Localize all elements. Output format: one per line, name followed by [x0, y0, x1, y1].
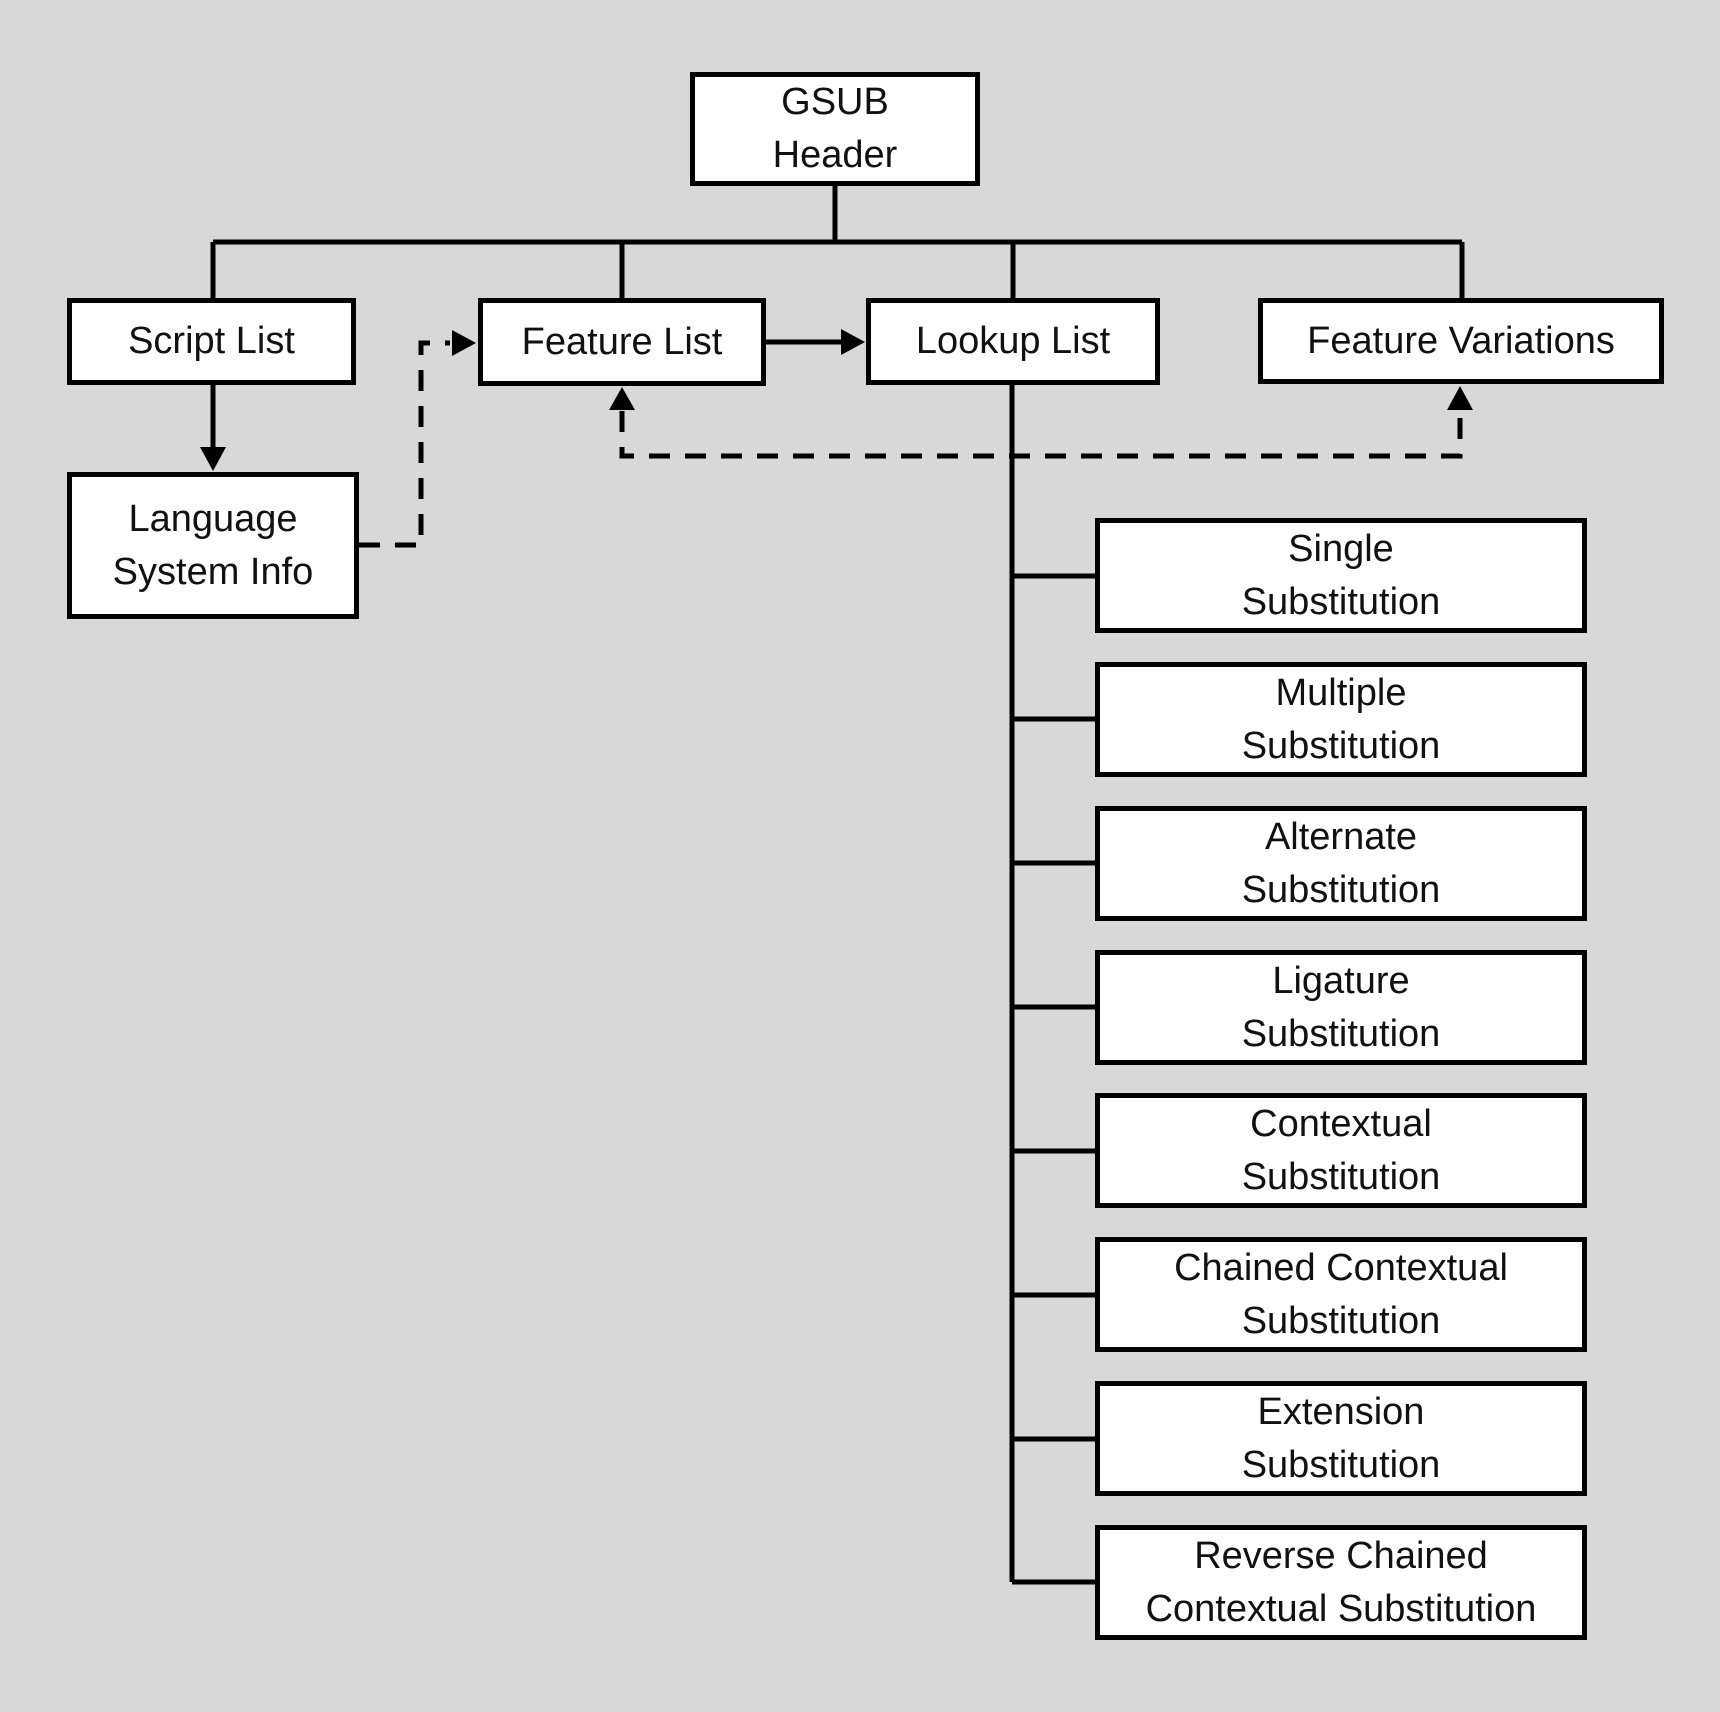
node-label-line: Substitution — [1241, 1155, 1441, 1198]
single-substitution-node: Single Substitution — [1095, 518, 1587, 633]
node-label-line: System Info — [112, 550, 314, 593]
alternate-substitution-node: Alternate Substitution — [1095, 806, 1587, 921]
header-connector-lines — [210, 185, 1465, 298]
node-label-line: Substitution — [1241, 1012, 1441, 1055]
node-label-line: Feature Variations — [1307, 319, 1615, 362]
node-label-line: Extension — [1257, 1390, 1425, 1433]
ligature-substitution-node: Ligature Substitution — [1095, 950, 1587, 1065]
arrowhead-up-feature — [609, 387, 635, 410]
arrowhead-right-lookup — [841, 329, 865, 355]
arrowhead-up-feature-variations — [1447, 386, 1473, 410]
node-label-line: Substitution — [1241, 1443, 1441, 1486]
node-label-line: Substitution — [1241, 724, 1441, 767]
contextual-substitution-node: Contextual Substitution — [1095, 1093, 1587, 1208]
node-label-line: Contextual Substitution — [1145, 1587, 1537, 1630]
arrowhead-right-feature — [452, 330, 476, 356]
node-label-line: Alternate — [1264, 815, 1418, 858]
node-label-line: Lookup List — [915, 320, 1111, 362]
node-label-line: Script List — [128, 320, 295, 362]
node-label-line: Single — [1288, 527, 1394, 570]
node-label-line: Multiple — [1275, 671, 1407, 714]
node-label-line: Feature List — [521, 320, 723, 363]
lookup-stub-lines — [1012, 573, 1095, 1585]
feature-list-node: Feature List — [478, 298, 766, 386]
node-label-line: Chained Contextual — [1174, 1246, 1508, 1289]
chained-contextual-substitution-node: Chained Contextual Substitution — [1095, 1237, 1587, 1352]
node-label-line: Contextual — [1250, 1102, 1432, 1145]
extension-substitution-node: Extension Substitution — [1095, 1381, 1587, 1496]
node-label-line: Reverse Chained — [1194, 1534, 1488, 1577]
script-list-node: Script List — [67, 298, 356, 385]
dashed-feature-variations-link-line — [619, 411, 1463, 459]
node-label-line: GSUB — [781, 81, 889, 123]
multiple-substitution-node: Multiple Substitution — [1095, 662, 1587, 777]
node-label-line: Header — [772, 134, 898, 176]
lookup-list-node: Lookup List — [866, 298, 1160, 385]
gsub-header-node: GSUB Header — [690, 72, 980, 186]
arrowhead-down-langsys — [200, 447, 226, 471]
feature-variations-node: Feature Variations — [1258, 298, 1664, 384]
node-label-line: Substitution — [1241, 580, 1441, 623]
language-system-info-node: Language System Info — [67, 472, 359, 619]
reverse-chained-contextual-substitution-node: Reverse Chained Contextual Substitution — [1095, 1525, 1587, 1640]
node-label-line: Substitution — [1241, 868, 1441, 911]
node-label-line: Ligature — [1272, 959, 1410, 1002]
dashed-langsys-to-feature-line — [359, 340, 450, 548]
node-label-line: Language — [128, 497, 298, 540]
node-label-line: Substitution — [1241, 1299, 1441, 1342]
